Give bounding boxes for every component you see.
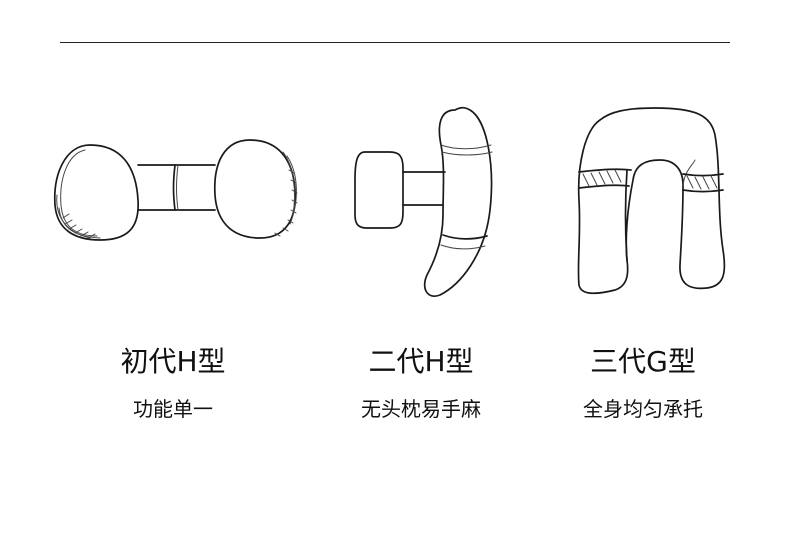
item-title: 二代H型 [368,345,474,378]
item-subtitle: 功能单一 [133,397,213,421]
caption-third-gen: 三代G型 全身均匀承托 [533,342,753,424]
h-pillow-first-gen-icon [45,90,305,310]
item-subtitle: 无头枕易手麻 [361,397,481,421]
item-subtitle: 全身均匀承托 [583,397,703,421]
h-pillow-second-gen-icon [345,90,505,310]
caption-second-gen: 二代H型 无头枕易手麻 [311,342,531,424]
top-divider [60,42,730,43]
caption-first-gen: 初代H型 功能单一 [63,342,283,424]
g-pillow-third-gen-icon [555,90,745,310]
item-title: 三代G型 [590,345,696,378]
item-title: 初代H型 [120,345,226,378]
